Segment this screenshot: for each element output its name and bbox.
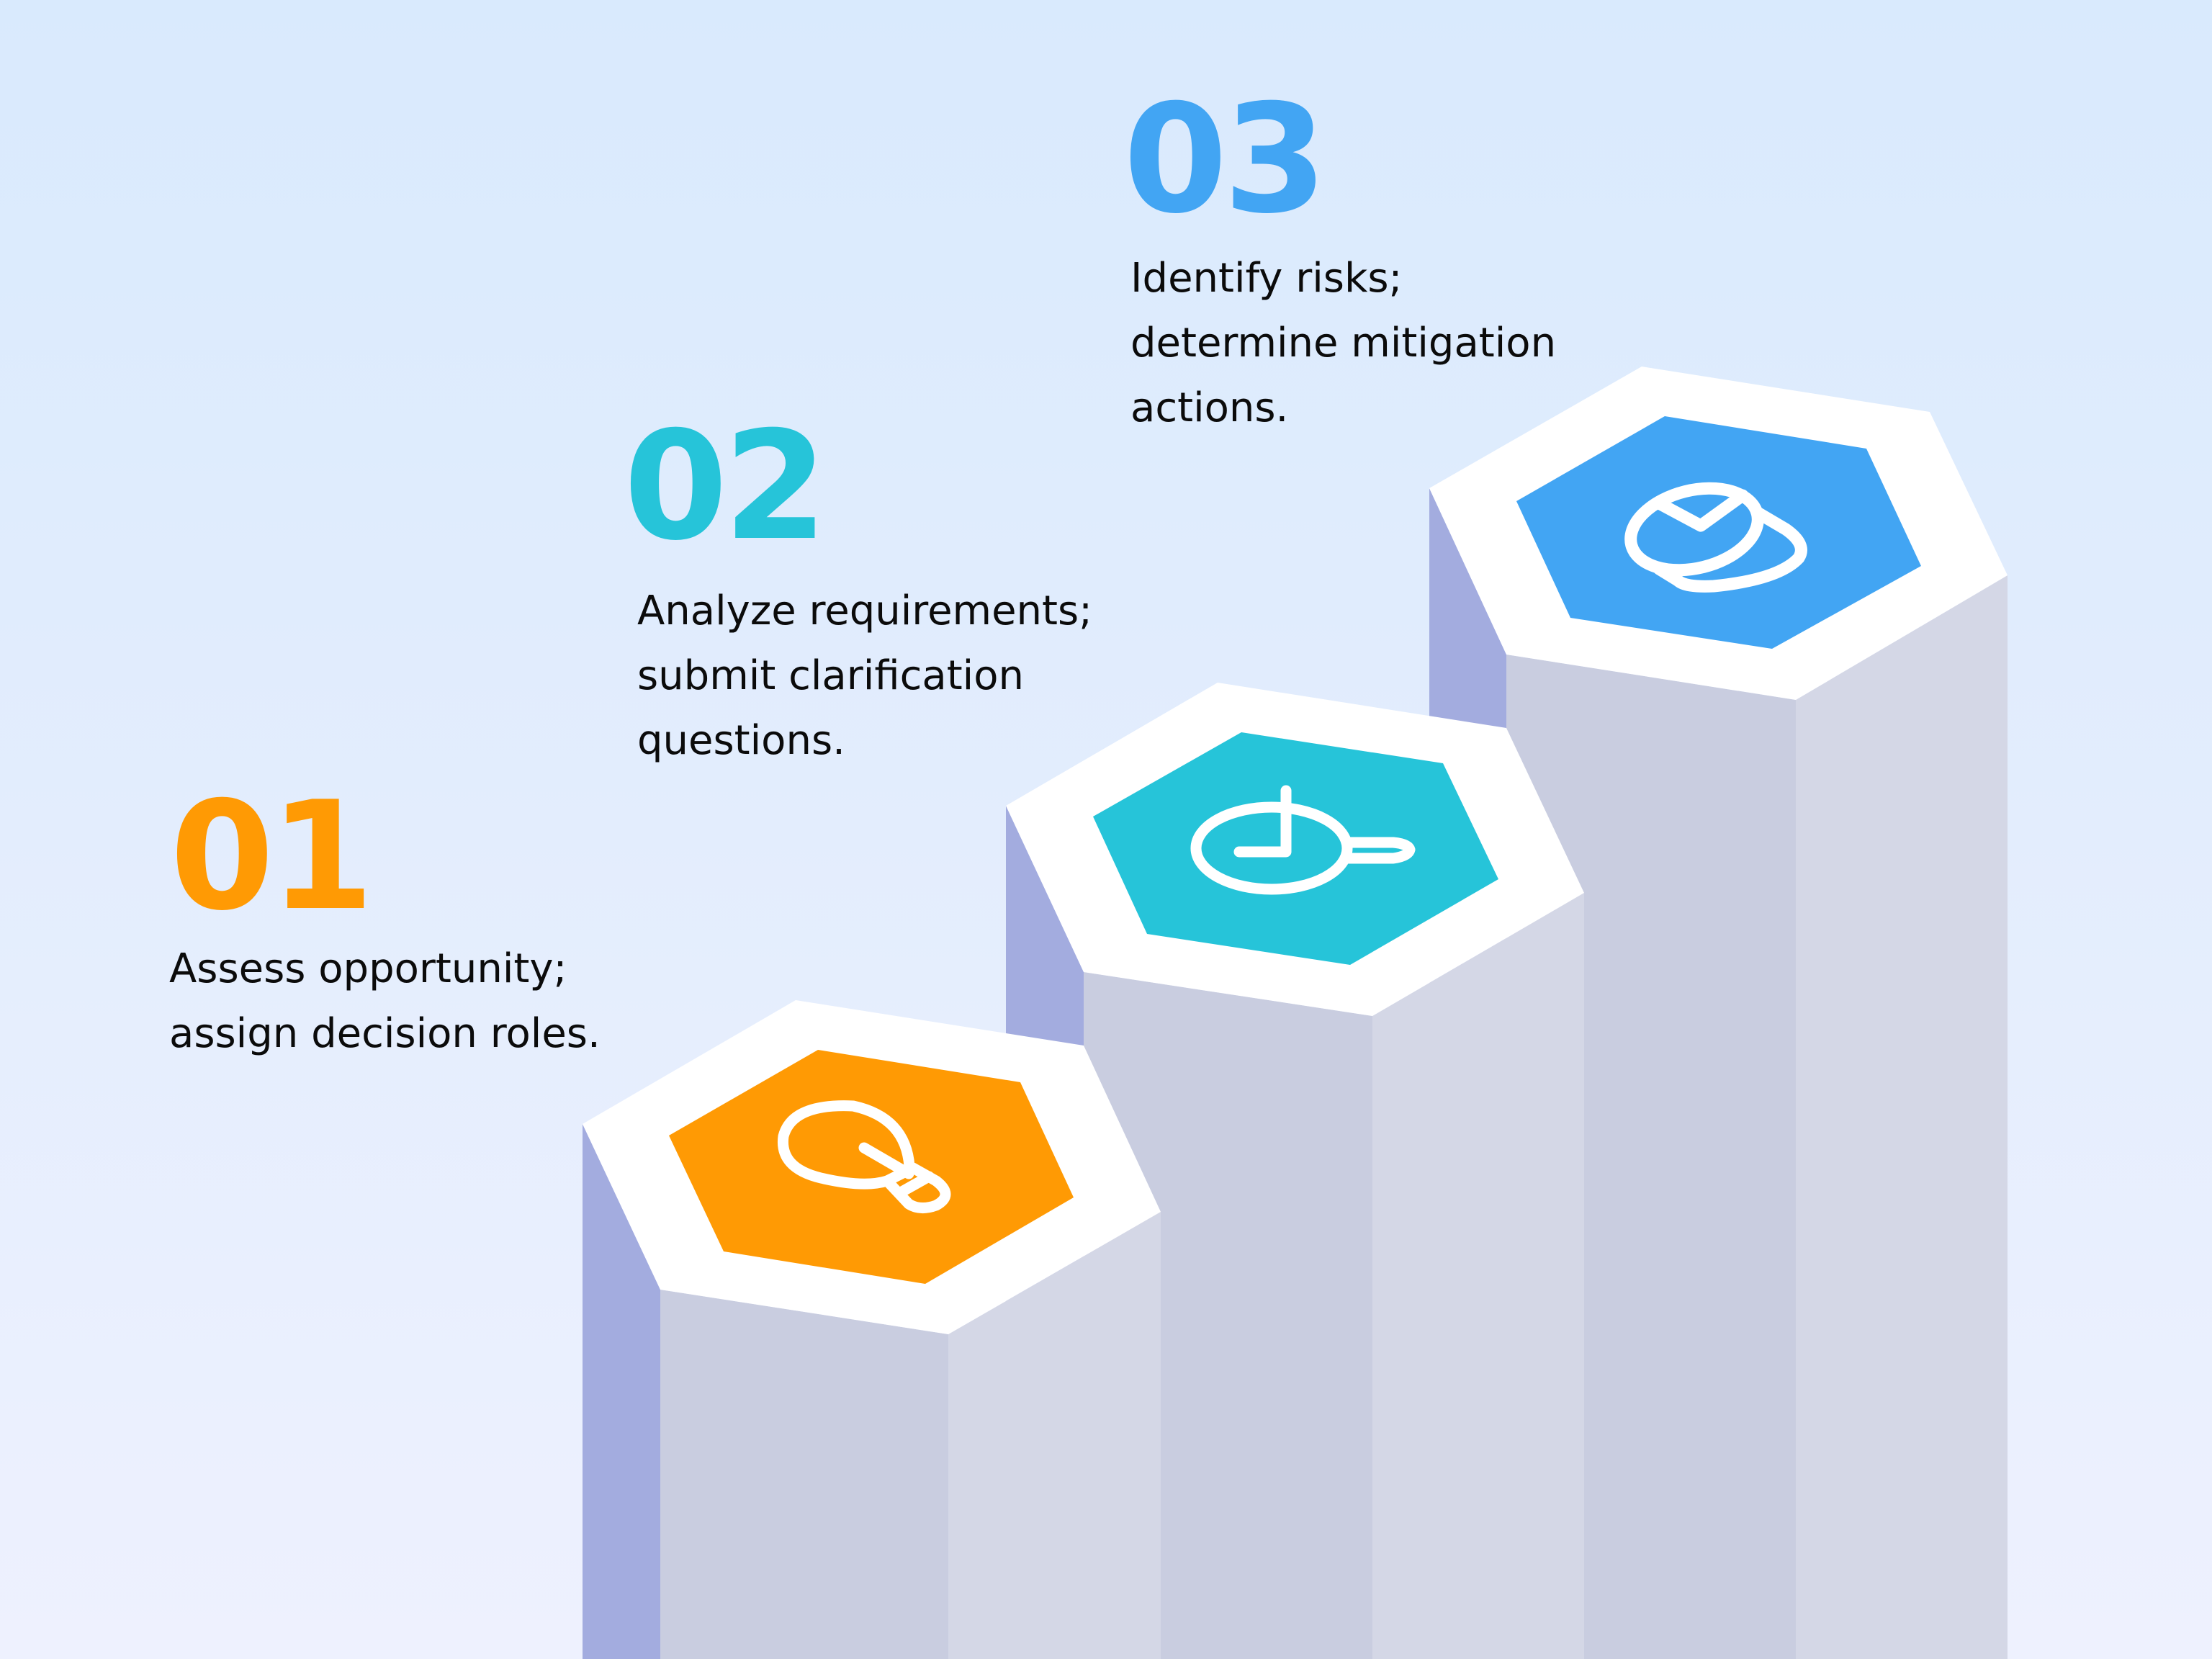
step-2-line-3: questions.: [637, 717, 845, 764]
pillar-1-right-face: [948, 1212, 1161, 1659]
search-clock-icon: [1190, 785, 1416, 895]
pillar-2-hex-badge: [1093, 732, 1498, 965]
step-2-line-2: submit clarification: [637, 652, 1024, 699]
pillar-1-hex-badge: [669, 1050, 1074, 1284]
pie-chart-icon: [1624, 482, 1807, 593]
step-3-description: Identify risks; determine mitigation act…: [1130, 246, 1556, 441]
step-1-line-1: Assess opportunity;: [169, 945, 567, 992]
lightbulb-icon: [777, 1100, 951, 1213]
pillar-3-right-face: [1796, 575, 2008, 1659]
step-1-description: Assess opportunity; assign decision role…: [169, 937, 601, 1066]
step-1-line-2: assign decision roles.: [169, 1010, 601, 1057]
pillar-1-left-face: [583, 1124, 660, 1659]
step-2-description: Analyze requirements; submit clarificati…: [637, 579, 1092, 773]
step-3-line-2: determine mitigation: [1130, 320, 1557, 367]
step-3-line-3: actions.: [1130, 385, 1289, 431]
step-3-line-1: Identify risks;: [1130, 255, 1403, 302]
step-2-number: 02: [624, 400, 827, 574]
pillar-1-front-face: [660, 1290, 948, 1659]
step-2-line-1: Analyze requirements;: [637, 588, 1093, 634]
step-1-number: 01: [170, 770, 374, 944]
step-3-number: 03: [1123, 73, 1327, 247]
pillar-2-right-face: [1372, 893, 1584, 1659]
pillar-step-1: [583, 1000, 1161, 1659]
pillar-3-hex-badge: [1516, 416, 1921, 649]
